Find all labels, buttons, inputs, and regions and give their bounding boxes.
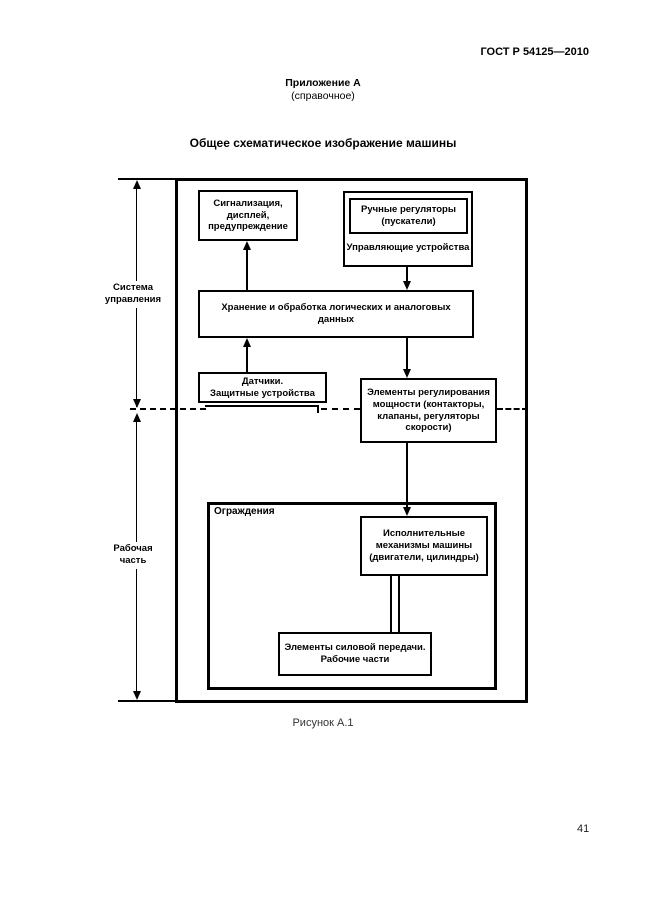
arrow-line-controls-to-processing [406,267,408,283]
control-devices-label: Управляющие устройства [346,242,470,253]
dim-arrow-down-control [133,399,141,408]
working-part-label: Рабочая часть [96,542,170,569]
guards-label: Ограждения [214,506,275,517]
mechanical-link-line-left [390,576,392,632]
control-system-label: Система управления [94,281,172,308]
arrow-line-processing-to-signaling [246,249,248,290]
box-guards [207,502,497,690]
appendix-title: Приложение А [285,77,361,89]
arrowhead-to-processing-from-sensors [243,338,251,347]
box-sensors: Датчики. Защитные устройства [198,372,327,403]
arrowhead-to-actuators [403,507,411,516]
page-number: 41 [577,823,590,835]
dim-arrow-down-working [133,691,141,700]
dim-arrow-up-working [133,413,141,422]
box-data-processing: Хранение и обработка логических и аналог… [198,290,474,338]
box-actuators: Исполнительные механизмы машины (двигате… [360,516,488,576]
arrow-line-sensors-to-processing [246,346,248,372]
sensors-shadow-step [317,405,319,413]
document-header: ГОСТ Р 54125—2010 [480,46,589,58]
arrowhead-to-power-regulation [403,369,411,378]
arrowhead-to-signaling [243,241,251,250]
arrow-line-processing-to-power [406,338,408,371]
machine-outline-frame [175,178,528,703]
figure-caption: Рисунок А.1 [292,717,354,729]
appendix-subtitle: (справочное) [291,90,355,102]
arrow-line-power-to-actuators [406,443,408,509]
top-extension-line [118,178,175,180]
box-power-regulation: Элементы регулирования мощности (контакт… [360,378,497,443]
sensors-shadow-line [205,405,319,407]
dashed-separator-middle [321,408,360,410]
mechanical-link-line-right [398,576,400,632]
dim-arrow-up-control [133,180,141,189]
bottom-extension-line [118,700,175,702]
figure-title: Общее схематическое изображение машины [189,136,457,150]
dashed-separator-right [497,408,528,410]
box-transmission: Элементы силовой передачи. Рабочие части [278,632,432,676]
box-manual-controls: Ручные регуляторы (пускатели) [349,198,468,234]
dashed-separator-left [130,408,206,410]
arrowhead-to-processing [403,281,411,290]
box-signaling: Сигнализация, дисплей, предупреждение [198,190,298,241]
